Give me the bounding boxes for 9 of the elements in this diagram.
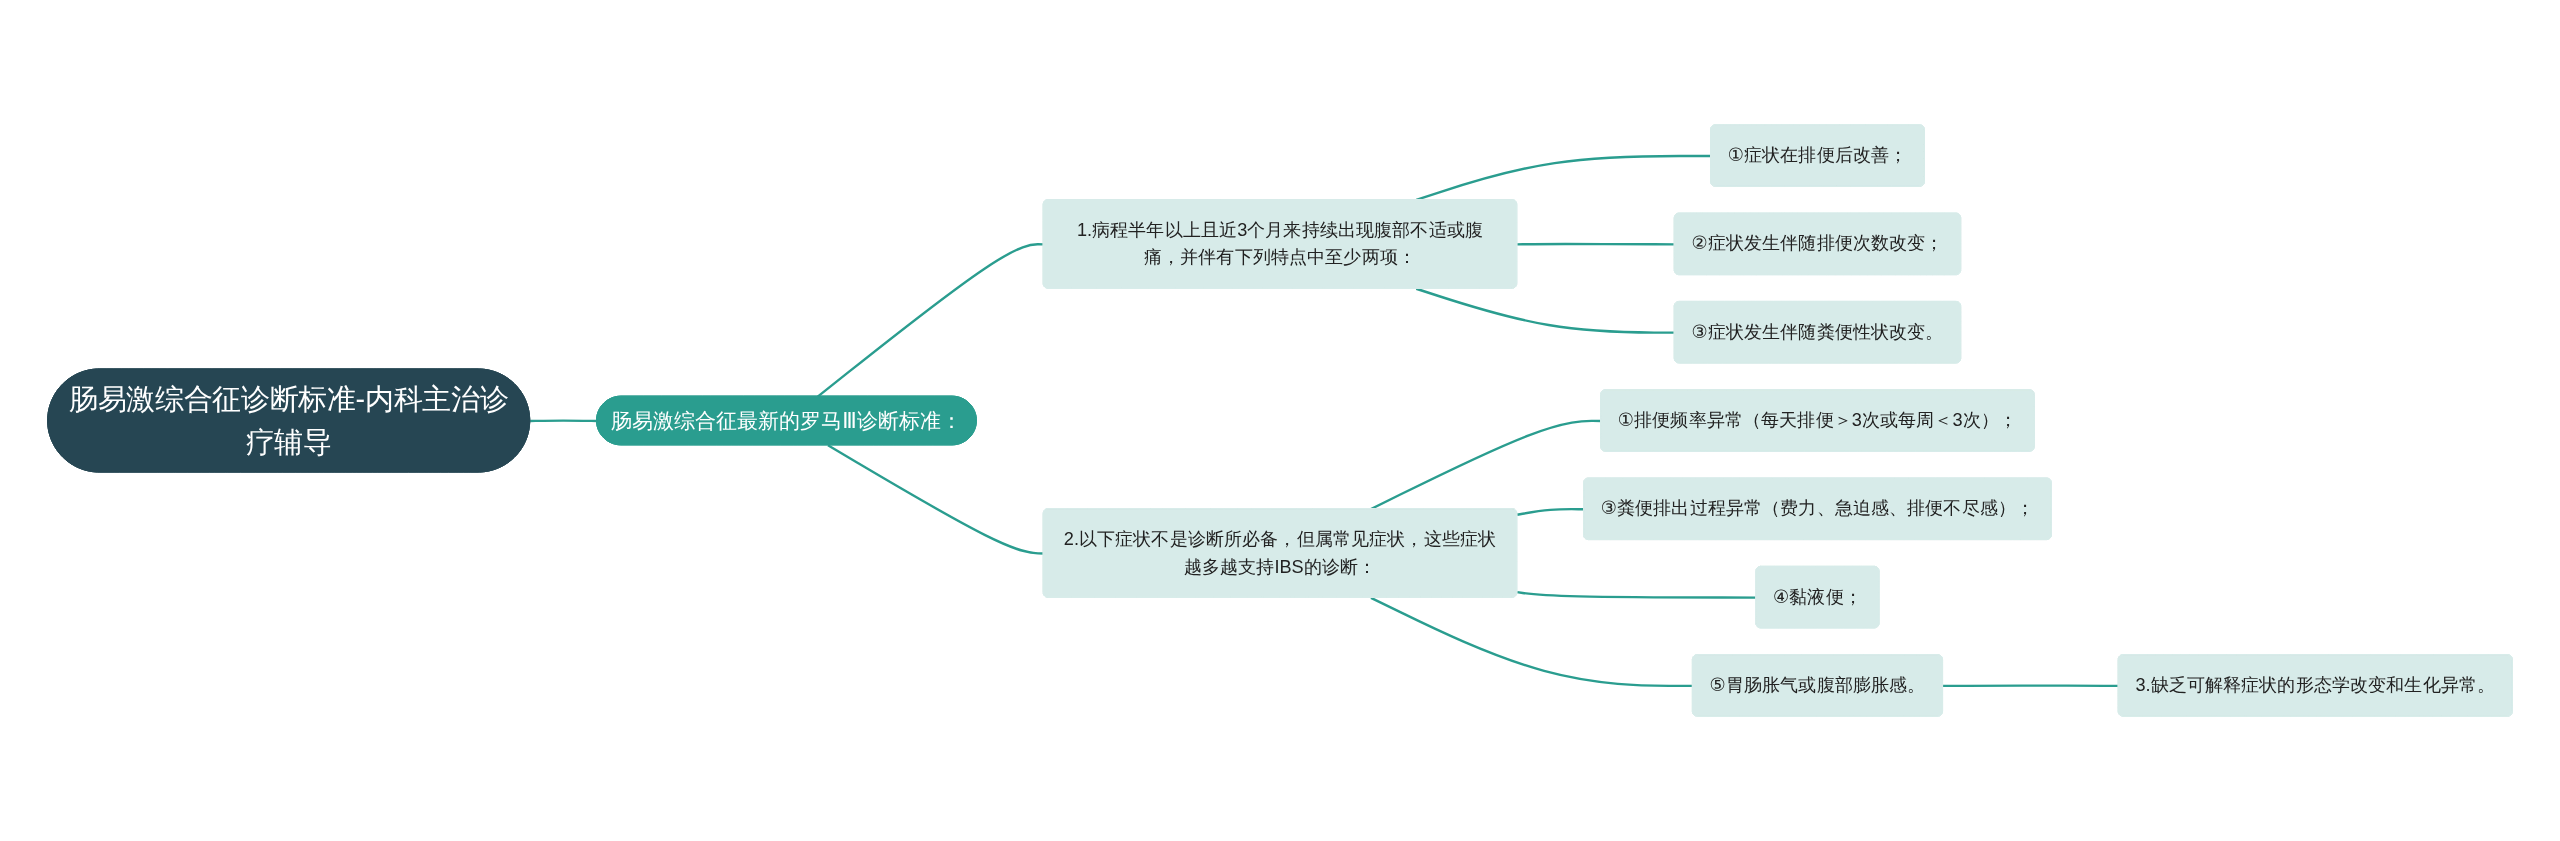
connector xyxy=(1517,590,1757,599)
connector xyxy=(827,444,1044,555)
connector xyxy=(1517,242,1675,246)
connector xyxy=(1370,596,1693,688)
connector xyxy=(816,243,1044,398)
connector xyxy=(1517,507,1585,516)
connector xyxy=(1943,684,2119,688)
connector xyxy=(1415,287,1675,334)
connector xyxy=(530,419,597,423)
